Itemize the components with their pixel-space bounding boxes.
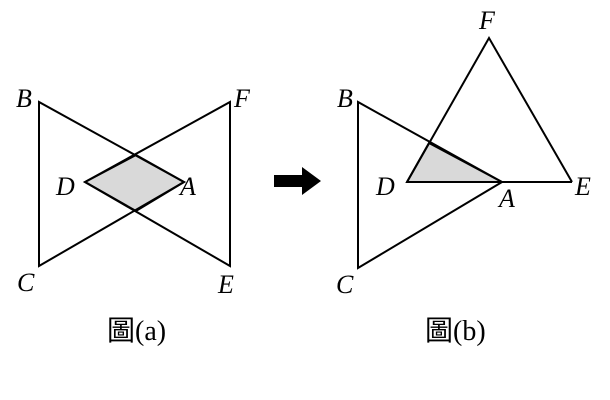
figure-a: B F D A C E 圖(a) [16,84,251,347]
figure-a-triangle-fed [82,100,231,268]
figure-a-label-b: B [16,84,32,113]
figure-b-label-f: F [478,6,496,35]
figure-a-label-f: F [233,84,251,113]
figure-b-label-c: C [336,270,354,299]
figure-b-label-b: B [337,84,353,113]
figure-a-label-c: C [17,268,35,297]
figure-b-label-e: E [574,172,591,201]
figure-a-caption: 圖(a) [107,316,166,347]
figure-b-label-d: D [375,172,395,201]
figure-a-label-e: E [217,270,234,299]
figure-b-overlap-region [405,141,503,183]
right-arrow-icon [274,167,321,195]
figure-a-triangle-bca [38,100,187,268]
figure-b: B F D A E C 圖(b) [336,6,591,347]
figure-a-label-a: A [178,172,196,201]
figure-b-triangle-fde [406,35,573,183]
figure-a-label-d: D [55,172,75,201]
figure-b-label-a: A [497,184,515,213]
figure-a-overlap-region [82,153,186,213]
figure-b-caption: 圖(b) [425,316,486,347]
